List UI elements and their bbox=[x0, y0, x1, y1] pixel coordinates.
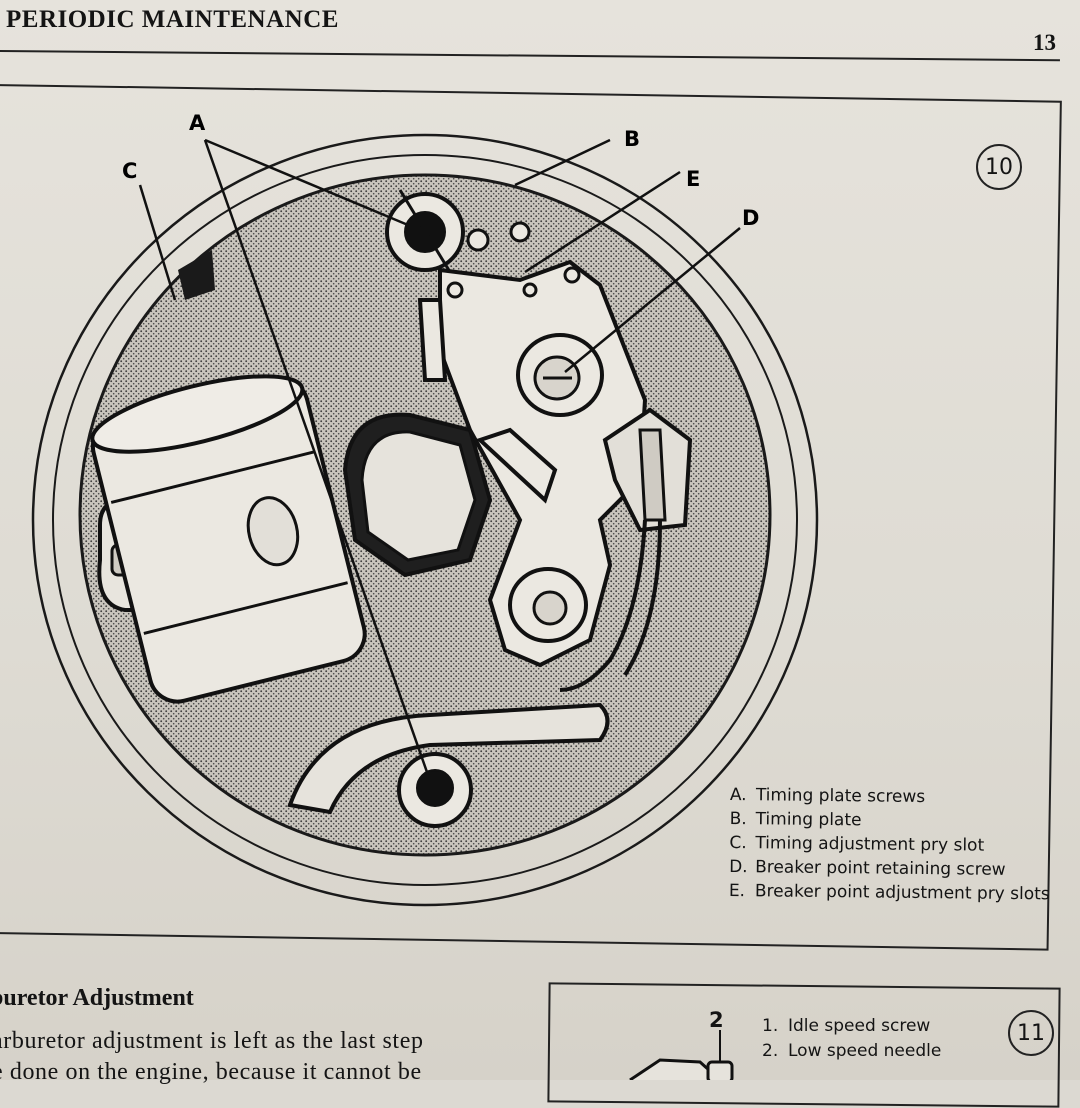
figure-10-number: 10 bbox=[985, 154, 1013, 180]
body-line: arburetor adjustment is left as the last… bbox=[0, 1028, 424, 1054]
timing-plate-screw-top bbox=[385, 189, 531, 273]
timing-plate-screw-bottom bbox=[397, 752, 473, 828]
callout-e: E bbox=[686, 167, 700, 191]
carburetor-partial-illustration bbox=[629, 1030, 734, 1080]
callout-leaders bbox=[138, 138, 741, 776]
wire-grommet bbox=[287, 702, 610, 815]
legend-item: D.Breaker point retaining screw bbox=[729, 856, 1006, 880]
figure-10-legend: A.Timing plate screws B.Timing plate C.T… bbox=[729, 783, 1051, 906]
legend-item: B.Timing plate bbox=[729, 808, 862, 831]
condenser bbox=[90, 374, 367, 704]
figure-10-number-badge: 10 bbox=[976, 144, 1022, 190]
legend-item: C.Timing adjustment pry slot bbox=[729, 832, 985, 856]
callout-a: A bbox=[189, 111, 206, 135]
section-heading: buretor Adjustment bbox=[0, 985, 194, 1011]
running-head: PERIODIC MAINTENANCE bbox=[6, 6, 339, 33]
page-number: 13 bbox=[1033, 30, 1056, 55]
breaker-point-assembly bbox=[417, 259, 693, 668]
legend-item: 1.Idle speed screw bbox=[762, 1016, 931, 1036]
callout-d: D bbox=[742, 206, 759, 230]
figure-11-number-badge: 11 bbox=[1008, 1010, 1054, 1056]
breaker-point-diagram: A B C D E bbox=[31, 111, 819, 1080]
legend-item: A.Timing plate screws bbox=[729, 784, 926, 808]
figure-11-number: 11 bbox=[1017, 1020, 1045, 1046]
legend-item: E.Breaker point adjustment pry slots bbox=[728, 880, 1050, 905]
callout-c: C bbox=[122, 159, 137, 183]
figure-11-callout: 2 bbox=[709, 1008, 724, 1032]
callout-b: B bbox=[624, 127, 640, 151]
primary-wire bbox=[559, 519, 662, 692]
figure-11-legend: 1.Idle speed screw 2.Low speed needle bbox=[762, 1014, 941, 1064]
legend-item: 2.Low speed needle bbox=[762, 1041, 942, 1061]
housing-rings bbox=[31, 133, 819, 907]
section-body: arburetor adjustment is left as the last… bbox=[0, 1026, 520, 1088]
cam-hex-nut bbox=[342, 412, 493, 578]
body-line: e done on the engine, because it cannot … bbox=[0, 1059, 422, 1085]
timing-adjustment-pry-slot bbox=[178, 250, 215, 300]
